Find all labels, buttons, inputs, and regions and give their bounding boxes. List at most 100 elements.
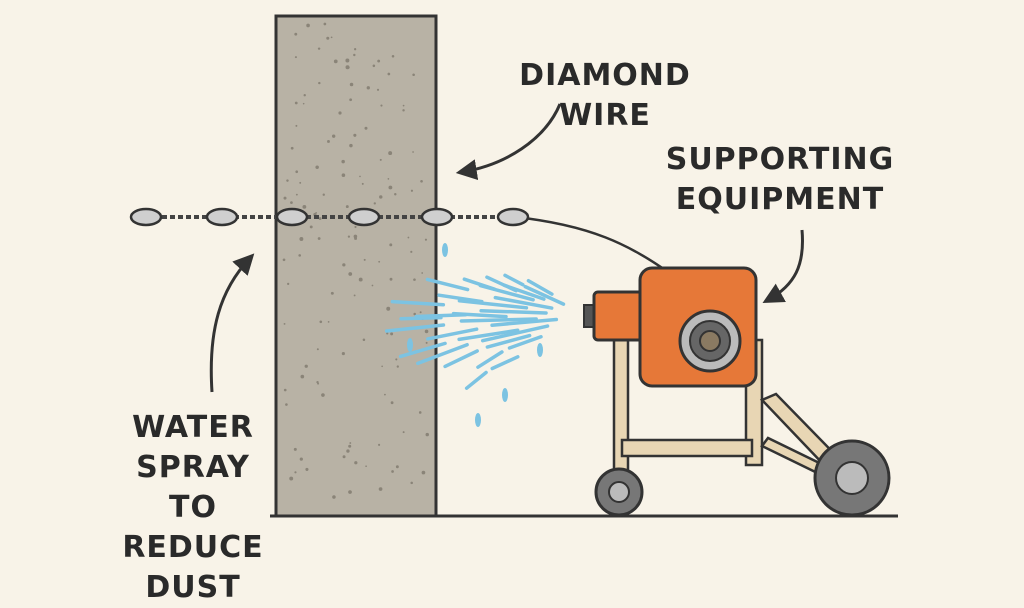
concrete-speckle [384,393,386,396]
supporting-equipment-label: SUPPORTING EQUIPMENT [660,140,900,220]
concrete-speckle [365,465,367,468]
concrete-speckle [327,321,330,323]
concrete-speckle [421,470,426,475]
concrete-speckle [371,284,374,287]
water-spray-arrow [209,253,255,393]
concrete-speckle [389,277,393,281]
diamond-wire [129,207,530,227]
concrete-speckle [424,329,429,334]
concrete-speckle [353,53,356,57]
concrete-speckle [410,250,413,253]
concrete-speckle [347,235,351,238]
concrete-speckle [321,393,325,397]
concrete-speckle [413,278,416,281]
concrete-speckle [390,332,394,336]
water-droplet [537,343,543,357]
diamond-wire-arrow [455,103,562,180]
concrete-speckle [412,73,415,77]
concrete-speckle [316,380,319,384]
concrete-speckle [396,365,399,368]
concrete-speckle [290,146,294,150]
concrete-speckle [380,104,383,107]
concrete-speckle [348,490,352,494]
water-streak [503,273,554,296]
concrete-speckle [348,272,353,276]
concrete-speckle [387,178,390,180]
concrete-speckle [317,237,321,240]
concrete-speckle [354,237,358,240]
concrete-speckle [299,181,302,184]
concrete-speckle [345,58,350,63]
concrete-speckle [330,291,334,295]
concrete-speckle [304,364,308,368]
water-streak [398,328,520,359]
concrete-speckle [300,374,305,379]
concrete-speckle [349,82,354,87]
concrete-speckle [341,159,345,164]
concrete-speckle [294,32,298,36]
concrete-speckle [377,59,381,63]
concrete-speckle [283,196,287,200]
water-spray [384,243,566,427]
concrete-speckle [394,193,397,196]
concrete-speckle [333,59,338,64]
water-streak [426,317,559,341]
front-wheel [594,467,644,517]
concrete-speckle [378,260,381,263]
concrete-speckle [420,179,423,183]
supporting-equipment [583,266,891,517]
wire-lead [514,215,669,274]
concrete-speckle [349,442,352,444]
concrete-speckle [303,93,306,97]
concrete-speckle [379,195,383,199]
water-spray-line-4: DUST [145,570,241,605]
concrete-speckle [286,179,289,182]
concrete-speckle [353,133,357,137]
concrete-speckle [299,457,303,461]
concrete-speckle [376,88,380,91]
concrete-speckle [421,272,424,274]
concrete-speckle [345,205,349,209]
concrete-speckle [391,54,395,58]
concrete-speckle [395,358,398,361]
concrete-speckle [361,182,364,185]
concrete-speckle [425,432,429,437]
concrete-speckle [425,341,428,344]
diamond-bead [275,207,309,227]
concrete-speckle [294,56,297,59]
concrete-speckle [353,294,356,297]
concrete-speckle [358,277,363,282]
concrete-speckle [378,487,383,491]
concrete-speckle [294,101,298,105]
concrete-speckle [349,143,353,148]
supporting-equipment-line-1: SUPPORTING [665,142,895,177]
diamond-wire-saw-diagram [129,14,898,518]
concrete-speckle [315,165,319,170]
concrete-speckle [391,470,394,473]
diamond-bead [420,207,454,227]
concrete-speckle [390,401,394,405]
concrete-speckle [323,22,327,26]
concrete-speckle [295,124,298,127]
concrete-speckle [289,476,294,481]
water-streak [390,298,529,310]
concrete-speckle [309,225,313,229]
concrete-speckle [348,444,352,448]
diamond-bead [347,207,381,227]
water-droplet [475,413,481,427]
concrete-speckle [305,467,309,471]
concrete-speckle [332,134,336,138]
water-streak [414,309,548,319]
concrete-speckle [294,471,297,474]
concrete-speckle [410,189,414,192]
concrete-speckle [295,193,298,196]
concrete-speckle [315,211,317,214]
concrete-speckle [364,126,368,130]
concrete-speckle [330,36,333,39]
concrete-speckle [302,102,305,105]
water-spray-line-3: REDUCE [122,530,264,565]
concrete-speckle [407,236,410,239]
concrete-speckle [341,173,346,177]
concrete-speckle [342,455,346,459]
water-spray-label: WATER SPRAY TO REDUCE DUST [118,408,268,608]
